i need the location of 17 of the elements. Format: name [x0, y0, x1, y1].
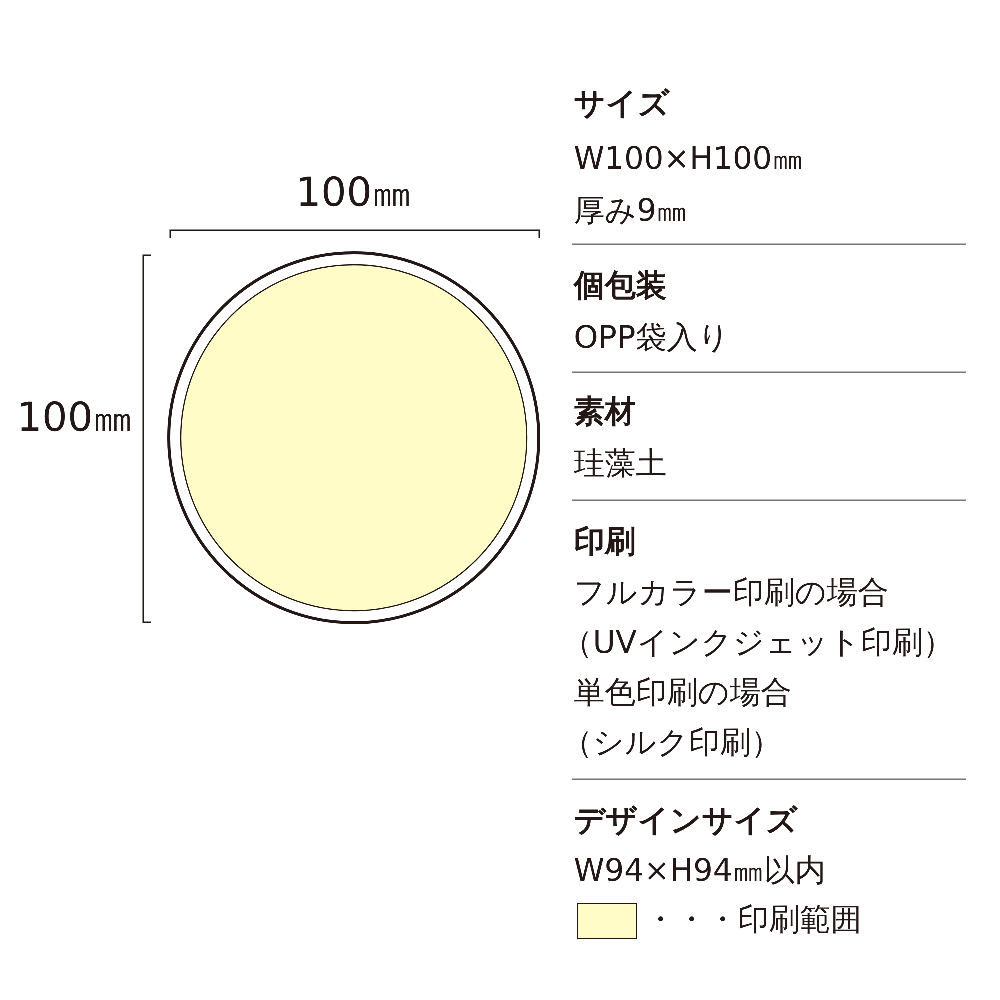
spec-text: （UVインクジェット印刷） [562, 626, 954, 662]
dimension-label: 100㎜ [296, 170, 412, 216]
legend-text: ・・・印刷範囲 [645, 903, 862, 939]
section-heading: 素材 [574, 395, 636, 431]
dimension-label: 100㎜ [16, 395, 134, 441]
spec-text: フルカラー印刷の場合 [574, 576, 889, 612]
spec-text: （シルク印刷） [562, 726, 782, 762]
spec-text: W100×H100㎜ [574, 142, 804, 178]
spec-text: 単色印刷の場合 [574, 676, 792, 712]
spec-text: 珪藻土 [574, 447, 667, 483]
spec-text: 厚み9㎜ [574, 194, 688, 230]
section-heading: サイズ [574, 87, 670, 123]
spec-text: OPP袋入り [574, 321, 730, 357]
section-heading: 個包装 [574, 269, 667, 305]
section-heading: 印刷 [574, 525, 636, 561]
section-heading: デザインサイズ [574, 804, 798, 840]
spec-text: W94×H94㎜以内 [574, 854, 826, 890]
